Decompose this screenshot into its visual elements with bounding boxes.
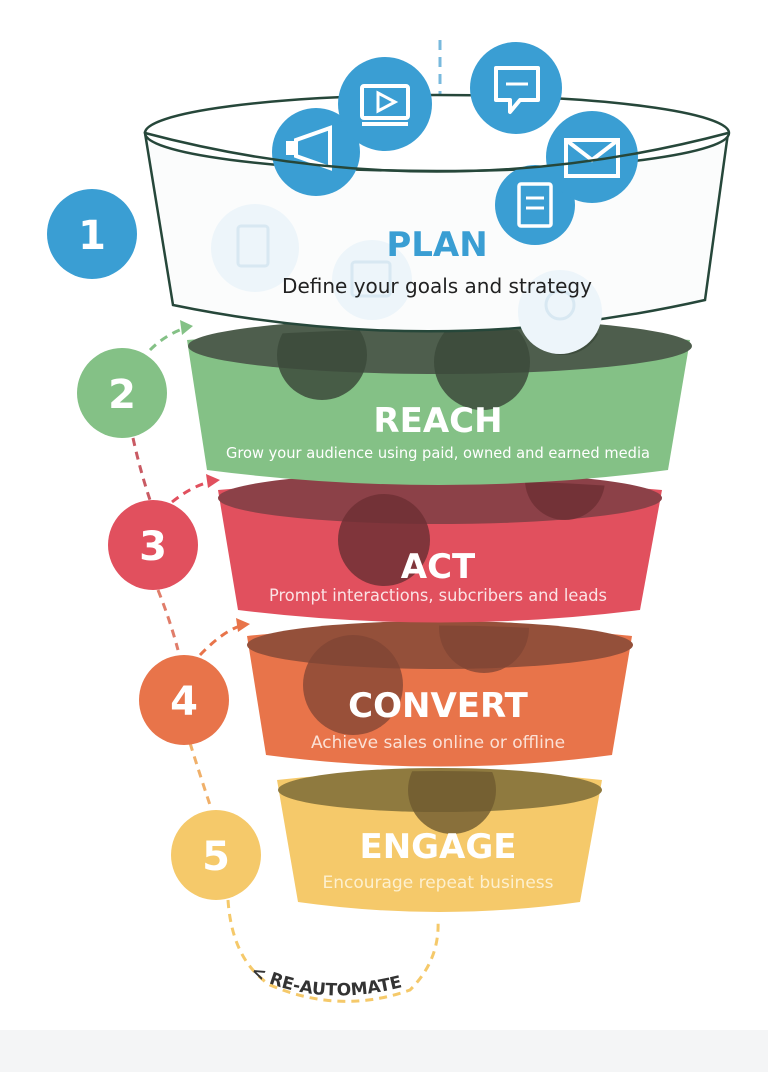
connector-2-3 xyxy=(131,437,152,501)
step-circle-5: 5 xyxy=(171,810,261,900)
footer-band xyxy=(0,1030,768,1072)
step-circle-3: 3 xyxy=(108,500,198,590)
step-circle-4: 4 xyxy=(139,655,229,745)
step-circle-1: 1 xyxy=(47,189,137,279)
arrow-3-to-act xyxy=(171,480,211,504)
act-title: ACT xyxy=(401,547,476,587)
re-automate-label: < RE-AUTOMATE xyxy=(248,961,404,1000)
stage-engage xyxy=(277,768,602,912)
reach-subtitle: Grow your audience using paid, owned and… xyxy=(226,444,650,462)
document-icon xyxy=(495,165,575,245)
plan-subtitle: Define your goals and strategy xyxy=(282,274,592,298)
arrow-2-to-reach xyxy=(148,326,186,352)
mail-icon xyxy=(546,111,638,203)
svg-text:1: 1 xyxy=(78,213,106,259)
convert-title: CONVERT xyxy=(348,686,529,726)
svg-text:4: 4 xyxy=(170,679,198,725)
engage-title: ENGAGE xyxy=(359,827,516,867)
convert-subtitle: Achieve sales online or offline xyxy=(311,733,565,753)
step-circle-2: 2 xyxy=(77,348,167,438)
svg-text:3: 3 xyxy=(139,524,167,570)
arrow-4-to-convert xyxy=(198,624,241,657)
stage-convert xyxy=(247,621,633,767)
plan-title: PLAN xyxy=(386,225,487,265)
chat-icon xyxy=(470,42,562,134)
megaphone-icon xyxy=(272,108,360,196)
act-subtitle: Prompt interactions, subcribers and lead… xyxy=(269,586,607,606)
loop-return xyxy=(226,899,440,1003)
stage-act xyxy=(218,472,662,623)
connector-3-4 xyxy=(156,589,180,651)
engage-subtitle: Encourage repeat business xyxy=(322,873,553,893)
video-icon xyxy=(338,57,432,151)
reach-title: REACH xyxy=(373,401,502,441)
svg-text:5: 5 xyxy=(202,834,230,880)
connector-4-5 xyxy=(188,742,212,806)
svg-text:2: 2 xyxy=(108,372,136,418)
